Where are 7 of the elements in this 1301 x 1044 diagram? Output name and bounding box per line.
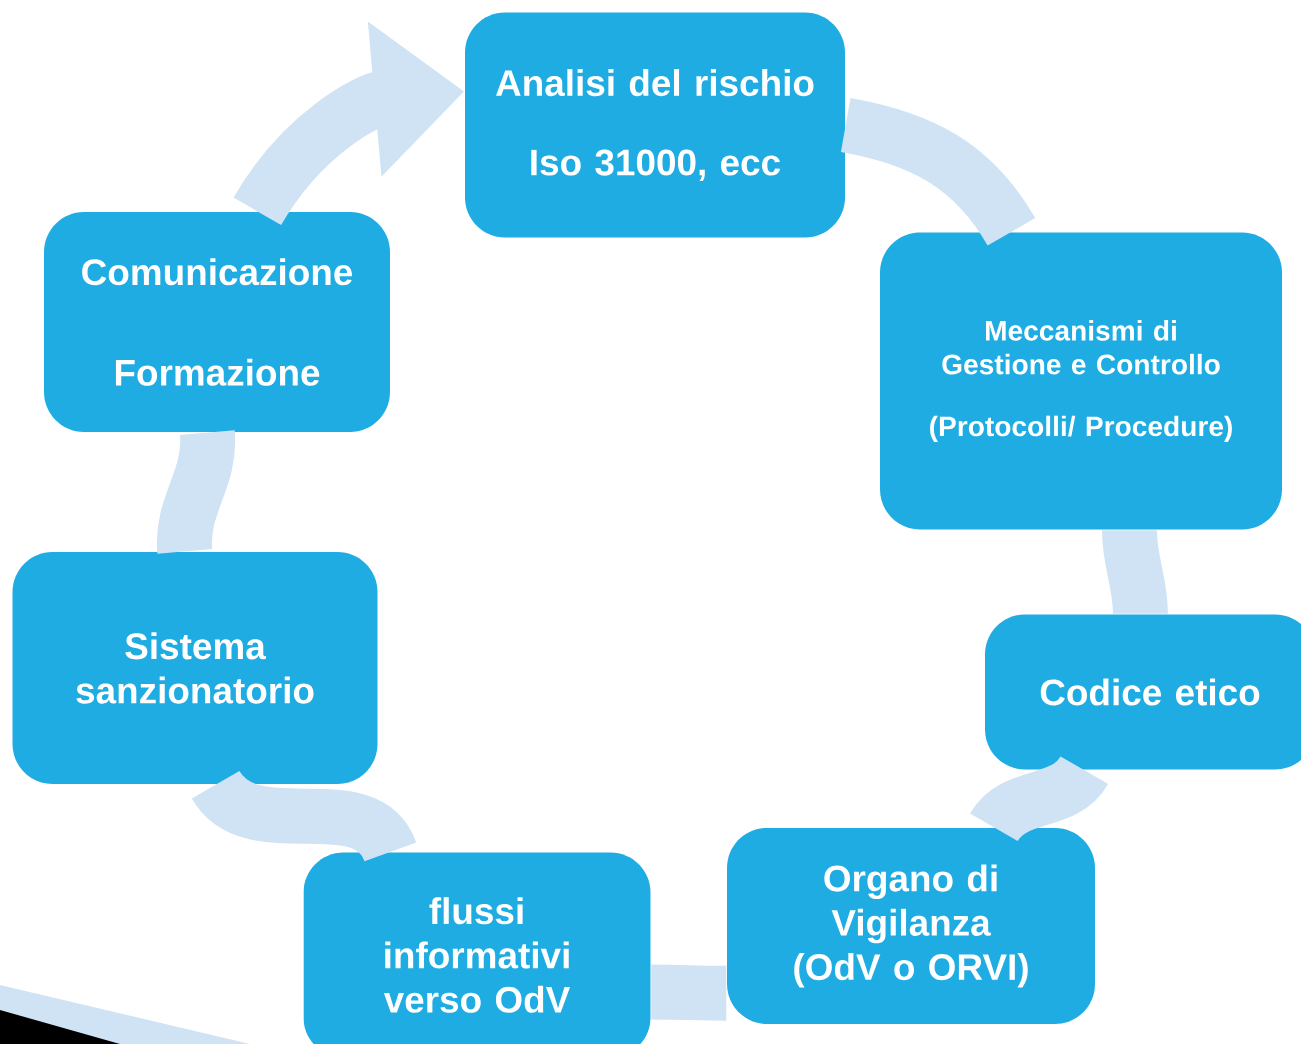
process-box: Sistema sanzionatorio [12,552,378,784]
process-box: Organo di Vigilanza (OdV o ORVI) [727,828,1095,1024]
process-box: Codice etico [985,614,1301,770]
process-box: Analisi del rischio Iso 31000, ecc [465,12,845,238]
process-box: flussi informativi verso OdV [303,852,651,1044]
process-box: Meccanismi di Gestione e Controllo (Protocolli/ Procedure) [880,232,1282,530]
process-box: Comunicazione Formazione [44,212,390,432]
